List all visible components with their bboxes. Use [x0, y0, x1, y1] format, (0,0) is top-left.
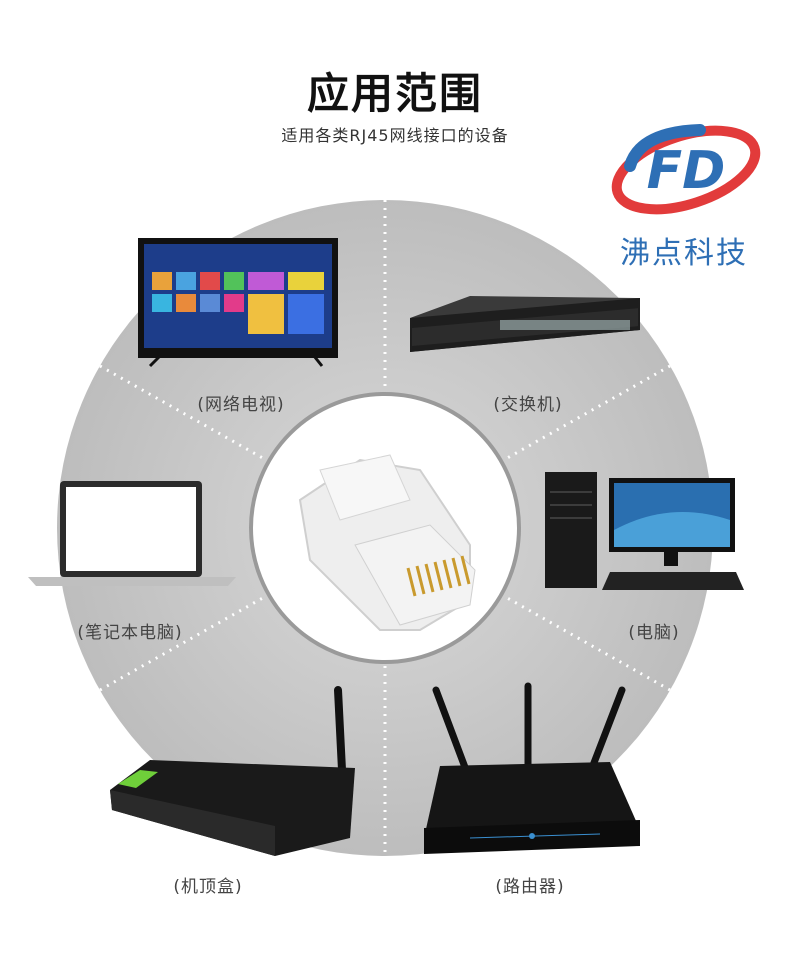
brand-logo: FD — [611, 124, 761, 215]
desktop-computer-icon — [545, 472, 744, 590]
device-label-laptop: (笔记本电脑) — [77, 623, 183, 643]
tv-icon — [138, 238, 338, 368]
set-top-box-icon — [110, 686, 355, 856]
device-label-set-top-box: (机顶盒) — [173, 877, 243, 897]
router-icon — [424, 682, 640, 854]
laptop-icon — [28, 481, 236, 586]
device-label-switch: (交换机) — [493, 395, 563, 415]
device-label-router: (路由器) — [495, 877, 565, 897]
svg-text:FD: FD — [647, 141, 726, 201]
device-label-desktop: (电脑) — [628, 623, 680, 643]
page-title: 应用范围 — [306, 69, 483, 118]
device-label-tv: (网络电视) — [197, 395, 285, 415]
rj45-connector-icon — [298, 454, 476, 631]
brand-name: 沸点科技 — [620, 236, 748, 271]
switch-icon — [410, 296, 640, 352]
page-subtitle: 适用各类RJ45网线接口的设备 — [281, 126, 509, 145]
